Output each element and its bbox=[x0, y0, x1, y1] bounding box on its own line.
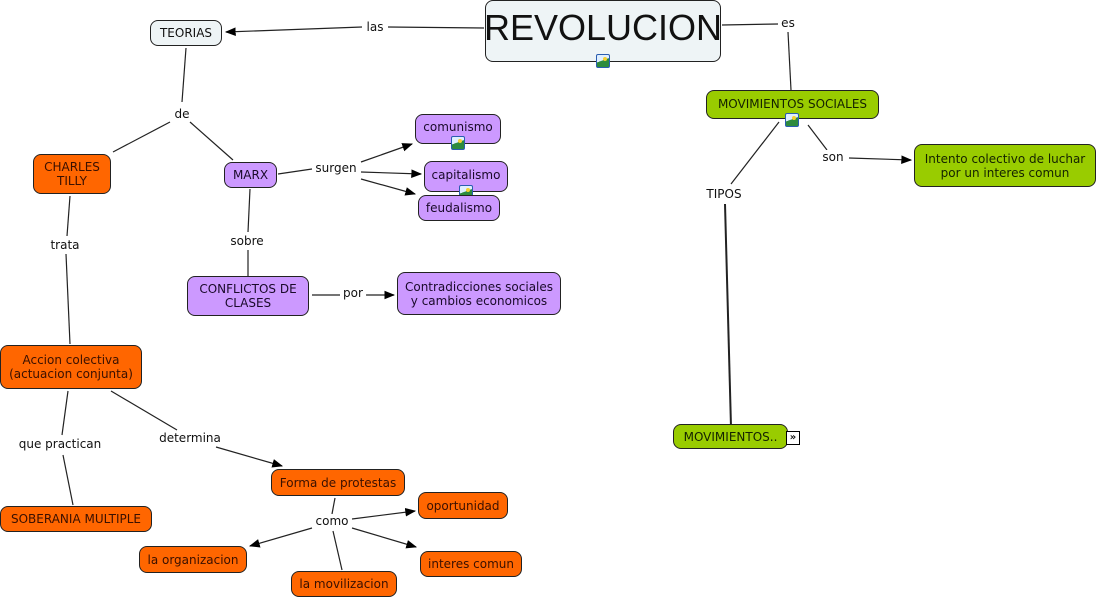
line-revolucion-las bbox=[387, 26, 485, 29]
concept-intento-colectivo[interactable]: Intento colectivo de luchar por un inter… bbox=[914, 144, 1096, 187]
concept-la-movilizacion[interactable]: la movilizacion bbox=[291, 571, 397, 597]
line-movsoc-tipos bbox=[730, 121, 780, 185]
image-icon[interactable] bbox=[451, 136, 465, 150]
line-de-marx bbox=[189, 121, 234, 161]
line-de-tilly bbox=[112, 121, 171, 153]
link-label-sobre: sobre bbox=[227, 234, 267, 248]
concept-revolucion[interactable]: REVOLUCION bbox=[484, 0, 722, 62]
link-label-como: como bbox=[312, 514, 352, 528]
concept-contradicciones[interactable]: Contradicciones sociales y cambios econo… bbox=[397, 272, 561, 315]
concept-interes-comun[interactable]: interes comun bbox=[420, 551, 522, 577]
arrow-como-oportunidad bbox=[351, 507, 417, 520]
image-icon[interactable] bbox=[596, 54, 610, 68]
link-label-de: de bbox=[171, 107, 193, 121]
image-icon[interactable] bbox=[785, 113, 799, 127]
concept-movimientos[interactable]: MOVIMIENTOS.. bbox=[673, 424, 788, 449]
link-label-determina: determina bbox=[156, 431, 224, 445]
arrow-son-intento bbox=[848, 155, 913, 165]
concept-soberania-multiple[interactable]: SOBERANIA MULTIPLE bbox=[0, 506, 152, 532]
line-marx-surgen bbox=[277, 168, 313, 175]
link-label-es: es bbox=[778, 16, 798, 30]
concept-charles-tilly[interactable]: CHARLES TILLY bbox=[33, 154, 111, 194]
arrow-surgen-comunismo bbox=[360, 143, 414, 163]
line-accion-determina bbox=[110, 390, 178, 431]
line-teorias-de bbox=[181, 47, 187, 103]
concept-accion-colectiva[interactable]: Accion colectiva (actuacion conjunta) bbox=[0, 345, 142, 389]
link-label-las: las bbox=[363, 20, 387, 34]
link-label-son: son bbox=[819, 150, 847, 164]
line-tipos-movimientos bbox=[724, 203, 732, 428]
concept-comunismo[interactable]: comunismo bbox=[415, 114, 501, 144]
line-trata-accion bbox=[65, 253, 71, 345]
arrow-surgen-feudalismo bbox=[360, 178, 417, 196]
concept-teorias[interactable]: TEORIAS bbox=[150, 20, 222, 46]
link-label-por: por bbox=[340, 286, 366, 300]
expand-icon[interactable]: » bbox=[786, 431, 800, 445]
concept-oportunidad[interactable]: oportunidad bbox=[418, 492, 508, 519]
link-label-surgen: surgen bbox=[312, 161, 360, 175]
arrow-las-teorias bbox=[224, 26, 363, 36]
line-forma-como bbox=[331, 497, 336, 515]
concept-conflictos-de-clases[interactable]: CONFLICTOS DE CLASES bbox=[187, 276, 309, 316]
link-label-que-practican: que practican bbox=[15, 437, 105, 451]
line-revolucion-es bbox=[721, 23, 779, 26]
line-tilly-trata bbox=[66, 195, 71, 237]
concept-marx[interactable]: MARX bbox=[224, 162, 277, 188]
concept-feudalismo[interactable]: feudalismo bbox=[418, 195, 500, 221]
concept-la-organizacion[interactable]: la organizacion bbox=[139, 546, 247, 573]
link-label-trata: trata bbox=[47, 238, 83, 252]
line-es-movsoc bbox=[787, 31, 792, 91]
line-quepracticam-soberania bbox=[62, 454, 74, 506]
line-accion-quepracticam bbox=[61, 390, 69, 436]
arrow-como-organizacion bbox=[248, 527, 313, 548]
line-como-movilizacion bbox=[332, 530, 343, 571]
concept-forma-de-protestas[interactable]: Forma de protestas bbox=[271, 469, 405, 496]
arrow-surgen-capitalismo bbox=[360, 169, 423, 178]
line-marx-sobre bbox=[247, 188, 251, 233]
arrow-como-interes bbox=[351, 527, 418, 549]
arrow-determina-forma bbox=[215, 446, 284, 468]
link-label-tipos: TIPOS bbox=[703, 187, 745, 201]
concept-movimientos-sociales[interactable]: MOVIMIENTOS SOCIALES bbox=[706, 90, 879, 119]
line-movsoc-son bbox=[807, 124, 828, 151]
